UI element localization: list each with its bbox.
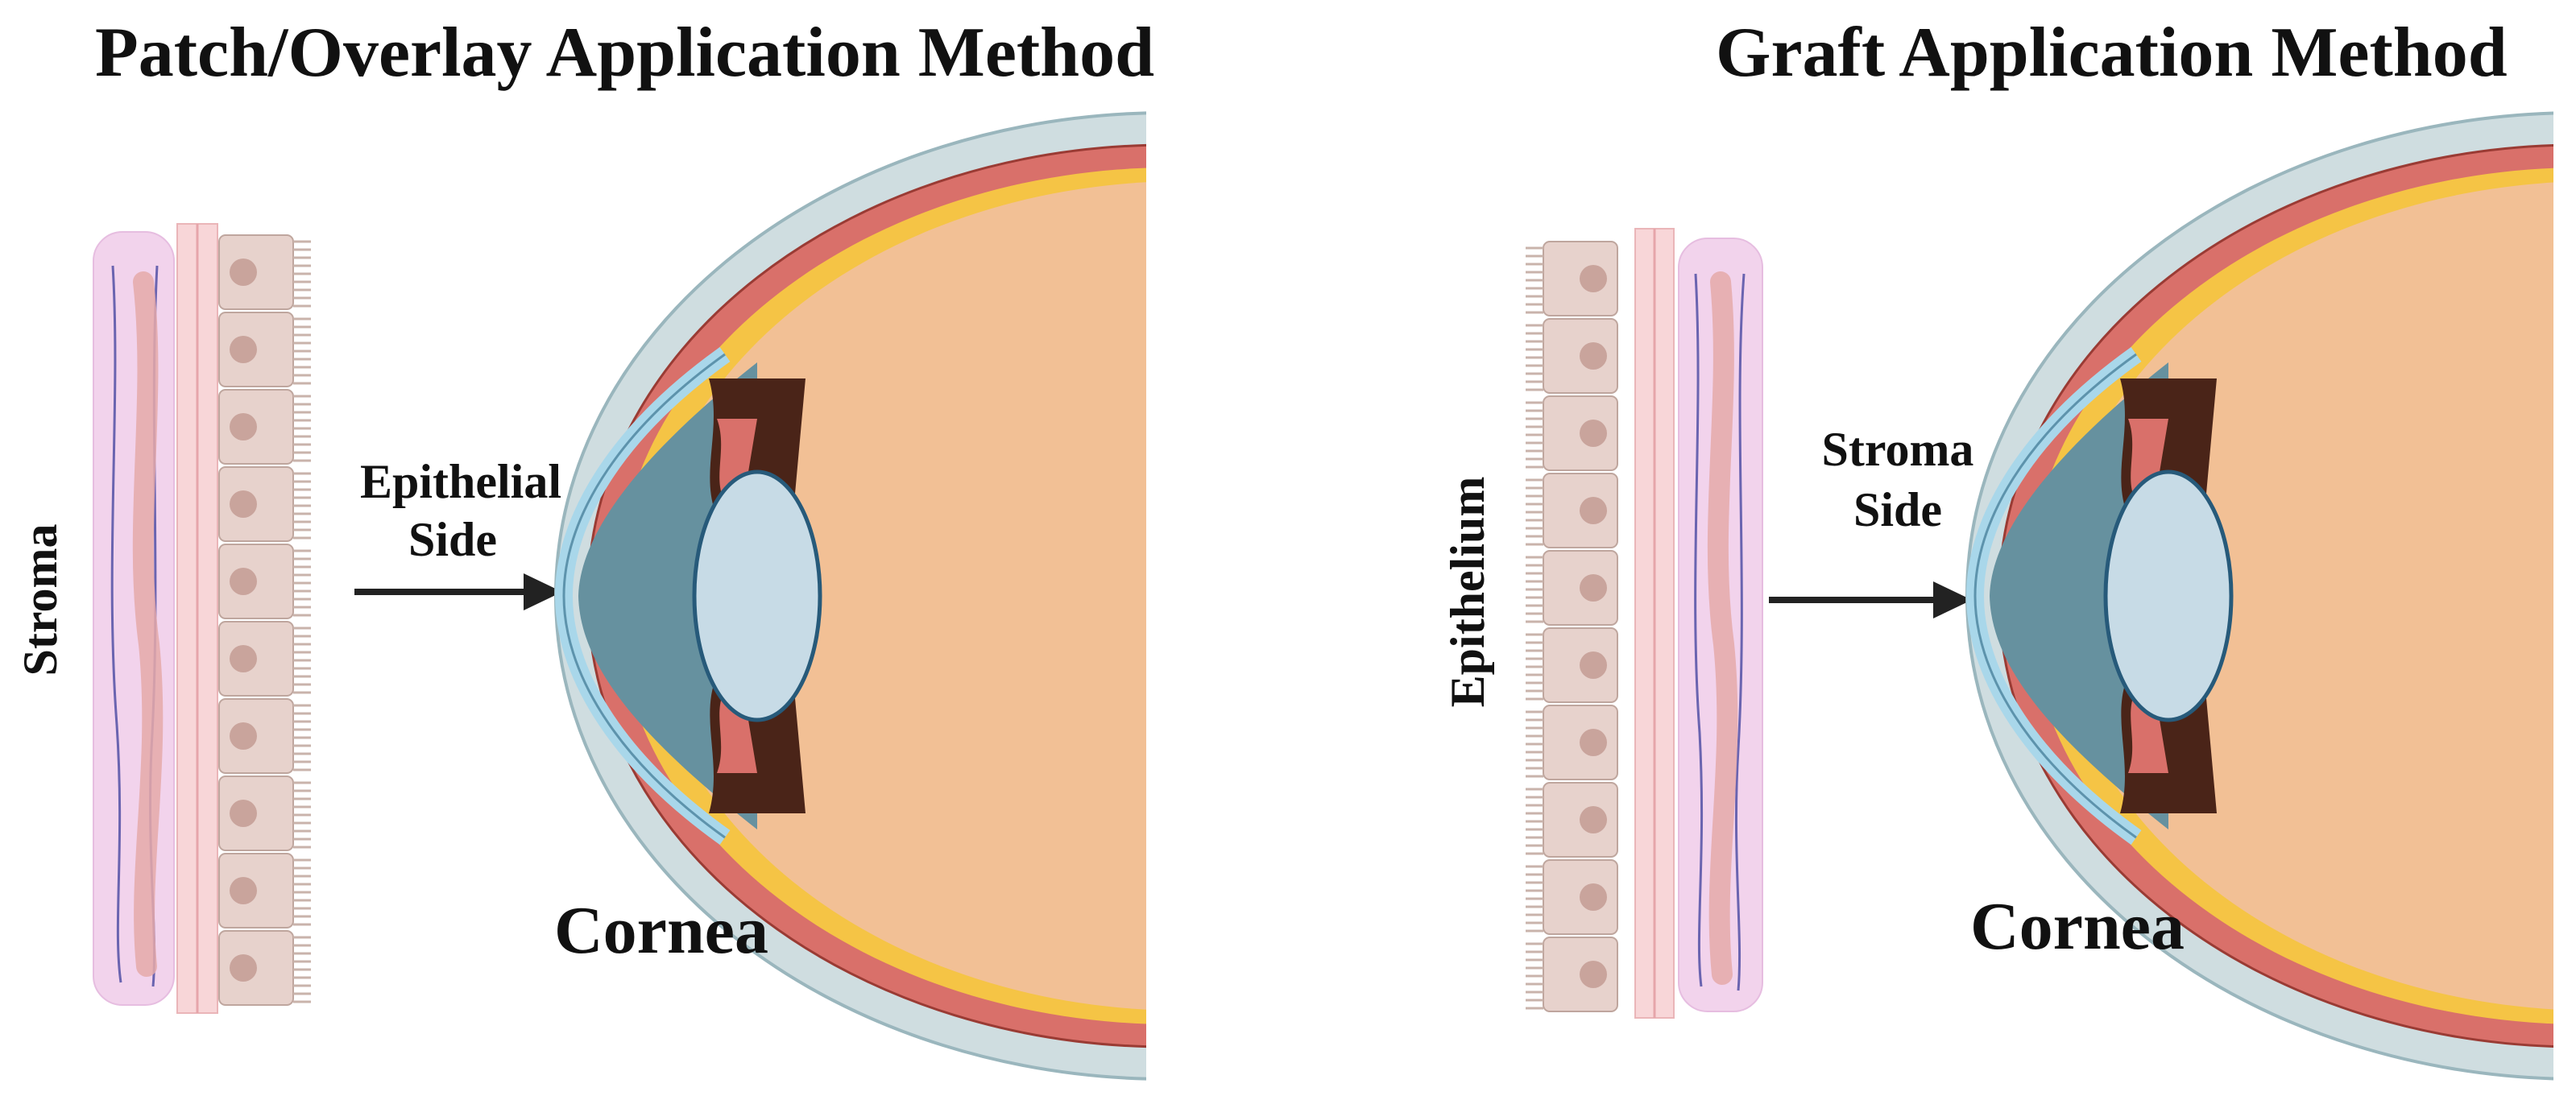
cell-nucleus bbox=[230, 413, 257, 440]
stroma-keratocytes bbox=[1707, 271, 1738, 985]
eye-left bbox=[554, 111, 1146, 1081]
cell-nucleus bbox=[230, 568, 257, 595]
stroma-layer bbox=[93, 231, 175, 1006]
cell-nucleus bbox=[230, 490, 257, 518]
cell-nucleus bbox=[230, 645, 257, 672]
lens bbox=[692, 469, 822, 722]
tissue-side-label: Epithelium bbox=[1441, 477, 1494, 708]
cell-nucleus bbox=[1580, 651, 1607, 679]
cell-nucleus bbox=[230, 722, 257, 750]
arrow-label-line-1: Epithelial bbox=[360, 455, 561, 508]
epithelium-cells-right bbox=[1526, 241, 1618, 1012]
arrow-stroma-side bbox=[1769, 581, 1972, 618]
title-patch-overlay: Patch/Overlay Application Method bbox=[95, 14, 1155, 92]
stroma-keratocytes bbox=[132, 271, 164, 977]
cornea-rim bbox=[562, 353, 726, 839]
cell-nucleus bbox=[230, 800, 257, 827]
arrow-label-line-2: Side bbox=[408, 513, 497, 566]
cell-nucleus bbox=[230, 258, 257, 286]
eye-label-cornea: Cornea bbox=[554, 893, 768, 968]
eye-right bbox=[1965, 111, 2553, 1081]
stroma-fiber bbox=[110, 265, 122, 983]
cell-nucleus bbox=[1580, 806, 1607, 833]
cell-nucleus bbox=[1580, 265, 1607, 292]
cell-nucleus bbox=[1580, 729, 1607, 756]
cell-nucleus bbox=[1580, 574, 1607, 602]
stroma-fiber bbox=[1694, 273, 1704, 987]
arrow-epithelial-side bbox=[354, 573, 562, 610]
cell-nucleus bbox=[1580, 342, 1607, 370]
membrane-patch-left bbox=[93, 223, 311, 1014]
epithelium-cells-left bbox=[218, 234, 311, 1006]
cell-nucleus bbox=[1580, 420, 1607, 447]
lens bbox=[2103, 469, 2234, 722]
title-graft: Graft Application Method bbox=[1716, 14, 2508, 92]
cell-nucleus bbox=[230, 954, 257, 982]
tissue-side-label: Stroma bbox=[14, 524, 67, 676]
cell-nucleus bbox=[230, 336, 257, 363]
stroma-fiber bbox=[1734, 273, 1746, 991]
cell-nucleus bbox=[1580, 883, 1607, 911]
cell-nucleus bbox=[230, 877, 257, 904]
arrow-label-line-2: Side bbox=[1853, 483, 1942, 536]
cell-nucleus bbox=[1580, 497, 1607, 524]
eye-label-cornea: Cornea bbox=[1970, 889, 2185, 964]
arrow-label-line-1: Stroma bbox=[1822, 423, 1974, 476]
cell-nucleus bbox=[1580, 961, 1607, 988]
membrane-graft-right bbox=[1526, 228, 1763, 1019]
cornea-rim bbox=[1973, 353, 2137, 839]
